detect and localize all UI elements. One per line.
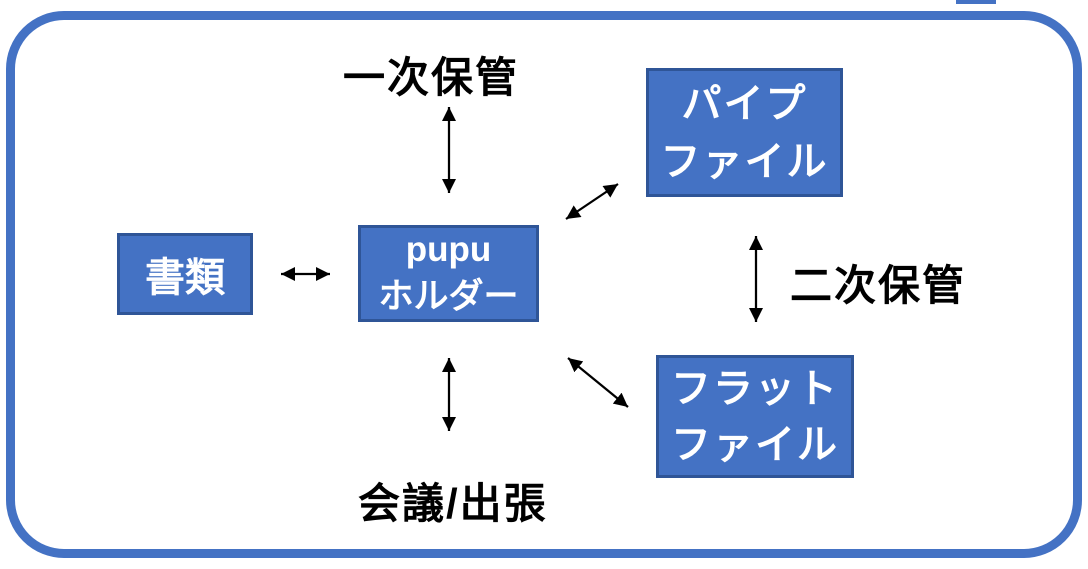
node-pipe-file: パイプ ファイル	[646, 68, 843, 197]
cropped-shape-artifact	[956, 0, 996, 4]
label-meeting-trip: 会議/出張	[358, 480, 548, 527]
node-flat-file: フラット ファイル	[656, 355, 854, 478]
outer-frame	[6, 11, 1082, 558]
node-pupu-holder: pupu ホルダー	[358, 225, 539, 322]
arrow-pupu-flat-file	[567, 357, 629, 408]
arrow-pupu-pipe-file	[565, 183, 619, 220]
node-documents: 書類	[117, 233, 253, 315]
label-primary-storage: 一次保管	[343, 54, 520, 101]
label-secondary-storage: 二次保管	[790, 262, 967, 309]
